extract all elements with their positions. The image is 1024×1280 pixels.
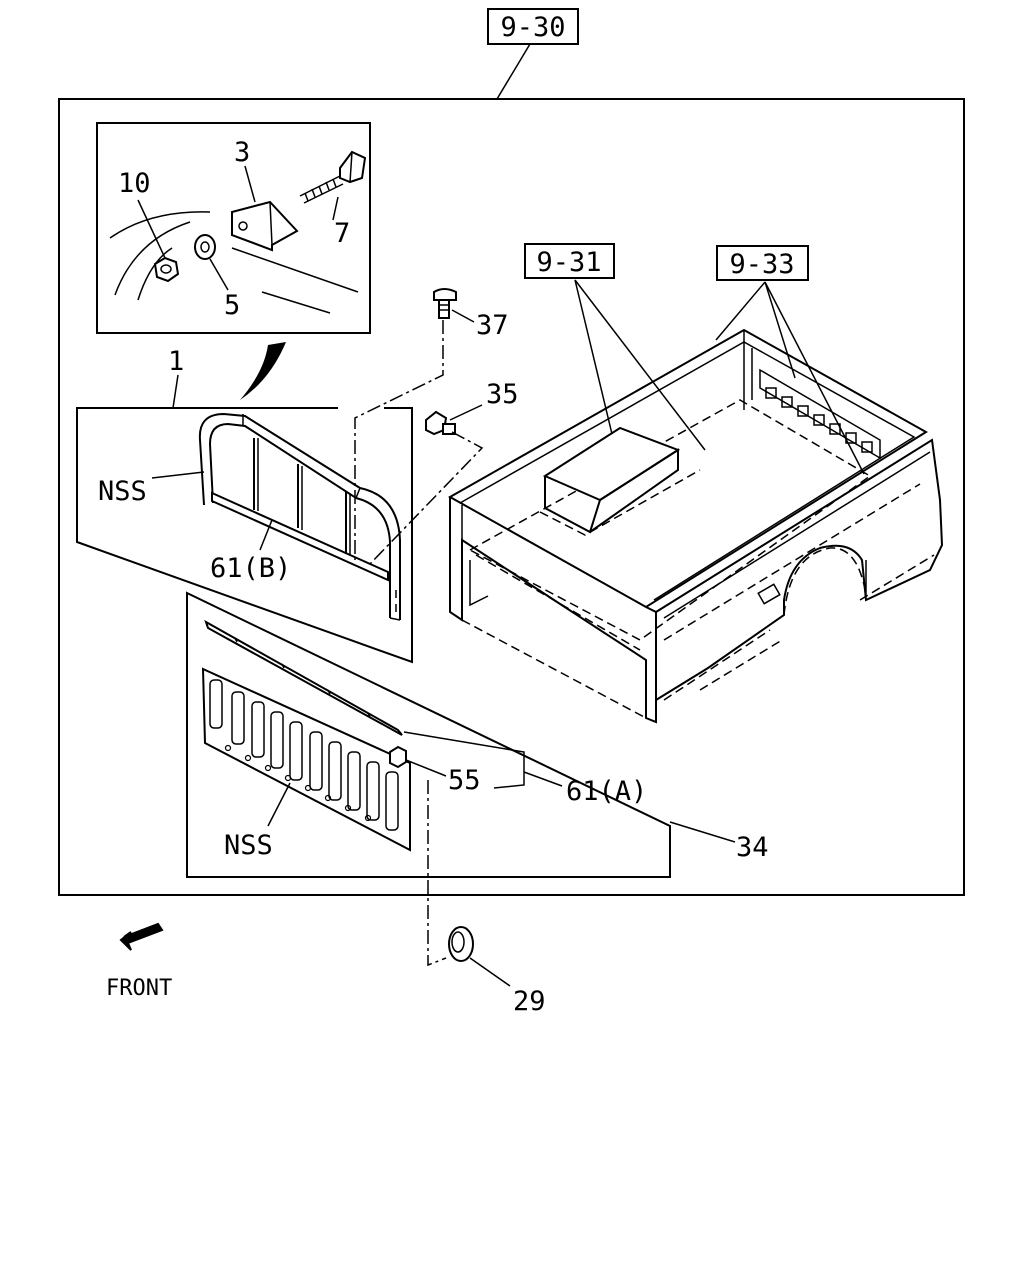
callout-5: 5: [224, 290, 240, 321]
nut-icon: [153, 256, 180, 283]
front-arrow-icon: [119, 922, 164, 951]
mat-assembly: 34 55 6: [186, 591, 769, 878]
callout-7: 7: [334, 218, 350, 249]
callout-35: 35: [486, 379, 519, 410]
callout-55: 55: [448, 765, 481, 796]
ref-label-body: 9-33: [729, 249, 794, 280]
bolt-37-icon: [433, 288, 457, 319]
callout-29: 29: [513, 986, 546, 1017]
floor-box: [539, 426, 701, 536]
callout-34: 34: [736, 832, 769, 863]
callout-61b: 61(B): [210, 553, 291, 584]
ref-box-floor: 9-31: [524, 243, 706, 451]
callout-61a: 61(A): [566, 776, 647, 807]
ref-box-body: 9-33: [715, 245, 865, 475]
callout-nss-1: NSS: [98, 476, 147, 507]
ref-label-floor: 9-31: [536, 247, 601, 278]
detail-inset: 10 3 7 5: [96, 122, 371, 334]
main-frame: [58, 98, 965, 896]
callout-37: 37: [476, 310, 509, 341]
callout-nss-2: NSS: [224, 830, 273, 861]
washer-icon: [194, 234, 216, 260]
bolt-35-icon: [425, 410, 456, 436]
ref-label-main: 9-30: [500, 12, 565, 43]
detail-pointer-icon: [240, 342, 286, 400]
bracket-icon: [231, 200, 299, 252]
front-indicator: FRONT: [106, 922, 172, 1001]
nut-55-icon: [389, 745, 407, 769]
callout-3: 3: [234, 137, 250, 168]
guard-assembly: 1 NSS 61(B): [76, 346, 413, 664]
front-label: FRONT: [106, 976, 172, 1001]
callout-1: 1: [168, 346, 184, 377]
cargo-bed: [447, 328, 944, 724]
ref-box-main: 9-30: [487, 8, 579, 100]
grommet-icon: [448, 926, 474, 962]
callout-10: 10: [118, 168, 151, 199]
bolt-icon: [299, 150, 367, 204]
